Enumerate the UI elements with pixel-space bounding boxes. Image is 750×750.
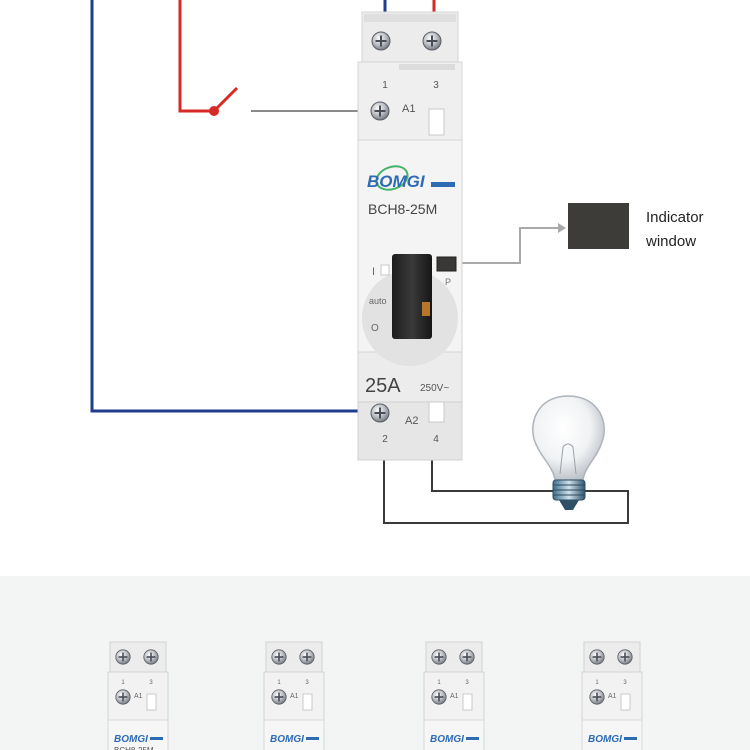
switch-blade — [212, 86, 239, 113]
thumbnail-terminal-3: 3 — [623, 680, 627, 686]
thumbnail-a1: A1 — [290, 693, 299, 700]
thumbnail-a1: A1 — [134, 693, 143, 700]
thumbnail-a1: A1 — [608, 693, 617, 700]
thumbnail-screw — [271, 648, 288, 665]
model-name: BCH8-25M — [368, 201, 437, 217]
indicator-window — [436, 256, 457, 272]
switch-on-label: I — [372, 266, 375, 278]
screw-a2 — [370, 403, 390, 423]
screw-terminal-3 — [422, 31, 442, 51]
thumbnail-screw — [458, 648, 476, 665]
thumbnail-a1: A1 — [450, 693, 459, 700]
thumbnail-model: BCH8-25M — [114, 746, 154, 750]
thumbnail-terminal-1: 1 — [121, 680, 125, 686]
rating-current: 25A — [365, 375, 401, 397]
thumbnail-terminal-1: 1 — [277, 680, 281, 686]
thumbnail-brand: BOMGI — [588, 734, 622, 745]
label-a2: A2 — [405, 415, 418, 427]
brand-underline — [431, 182, 455, 187]
thumbnail-terminal-1: 1 — [437, 680, 441, 686]
screw-a1 — [370, 101, 390, 121]
thumbnail-brand: BOMGI — [114, 734, 148, 745]
thumbnail-screw — [115, 688, 131, 705]
light-bulb-icon — [532, 395, 605, 510]
thumbnail-screw — [588, 648, 606, 665]
handle-slot — [380, 264, 390, 276]
contactor-device — [357, 11, 463, 461]
thumbnail-brand-bar — [466, 737, 479, 740]
label-a1: A1 — [402, 103, 415, 115]
callout-line-2: window — [645, 233, 696, 250]
thumbnail-screw — [298, 648, 316, 665]
live-wire — [178, 0, 214, 113]
switch-auto-label: auto — [369, 296, 387, 306]
load-wire-b — [431, 452, 553, 492]
indicator-callout-line — [458, 227, 562, 264]
thumbnail-terminal-3: 3 — [465, 680, 469, 686]
thumbnail-screw — [616, 648, 634, 665]
handle-amber-mark — [422, 302, 430, 316]
thumbnail-device: 1 3A1BOMGIBCH8-25M — [107, 641, 169, 750]
thumbnail-screw — [588, 688, 606, 705]
brand-logo-swoosh — [375, 165, 409, 191]
indicator-callout-arrow — [558, 223, 566, 233]
thumbnail-brand: BOMGI — [430, 734, 464, 745]
load-wire-a — [383, 452, 629, 524]
thumbnail-screw — [143, 648, 159, 665]
thumbnail-brand-bar — [624, 737, 637, 740]
callout-line-1: Indicator — [646, 209, 704, 226]
thumbnail-terminal-3: 3 — [305, 680, 309, 686]
switch-off-label: O — [371, 323, 379, 334]
label-terminal-3: 3 — [433, 80, 439, 91]
thumbnail-brand-bar — [150, 737, 163, 740]
thumbnail-screw — [271, 688, 288, 705]
label-terminal-1: 1 — [382, 80, 388, 91]
thumbnail-screw — [115, 648, 131, 665]
screw-terminal-1 — [371, 31, 391, 51]
brand-name: BOMGI — [367, 172, 426, 191]
neutral-wire — [90, 0, 380, 413]
thumbnail-screw — [430, 688, 447, 705]
thumbnail-terminal-3: 3 — [149, 680, 153, 686]
thumbnail-brand-bar — [306, 737, 319, 740]
rating-voltage: 250V~ — [420, 383, 449, 394]
indicator-swatch — [568, 203, 629, 249]
manual-handle — [392, 254, 432, 339]
label-terminal-2: 2 — [382, 434, 388, 445]
thumbnail-screw — [430, 648, 447, 665]
thumbnail-brand: BOMGI — [270, 734, 304, 745]
thumbnail-terminal-1: 1 — [595, 680, 599, 686]
label-terminal-4: 4 — [433, 434, 439, 445]
indicator-mark: P — [445, 277, 451, 287]
